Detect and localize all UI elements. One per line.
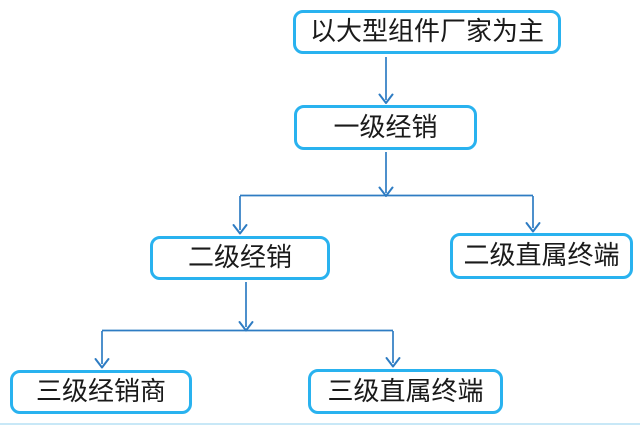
node-level2-terminal-label: 二级直属终端	[463, 241, 620, 271]
arrowhead-icon	[94, 358, 110, 369]
node-level2-distribution-label: 二级经销	[187, 243, 292, 273]
arrowhead-icon	[525, 222, 541, 233]
node-level3-terminal: 三级直属终端	[308, 369, 503, 414]
node-level2-terminal: 二级直属终端	[450, 233, 633, 279]
arrowhead-icon	[385, 357, 401, 368]
node-level3-distributor-label: 三级经销商	[35, 377, 166, 407]
node-level1-distribution: 一级经销	[294, 105, 477, 150]
node-root: 以大型组件厂家为主	[293, 10, 561, 54]
node-level3-distributor: 三级经销商	[10, 370, 192, 414]
arrowhead-icon	[232, 224, 248, 235]
node-level2-distribution: 二级经销	[150, 236, 330, 280]
node-level1-label: 一级经销	[333, 112, 438, 143]
node-root-label: 以大型组件厂家为主	[309, 17, 544, 47]
arrowhead-icon	[378, 93, 394, 104]
bottom-divider	[0, 423, 640, 425]
node-level3-terminal-label: 三级直属终端	[327, 376, 484, 407]
